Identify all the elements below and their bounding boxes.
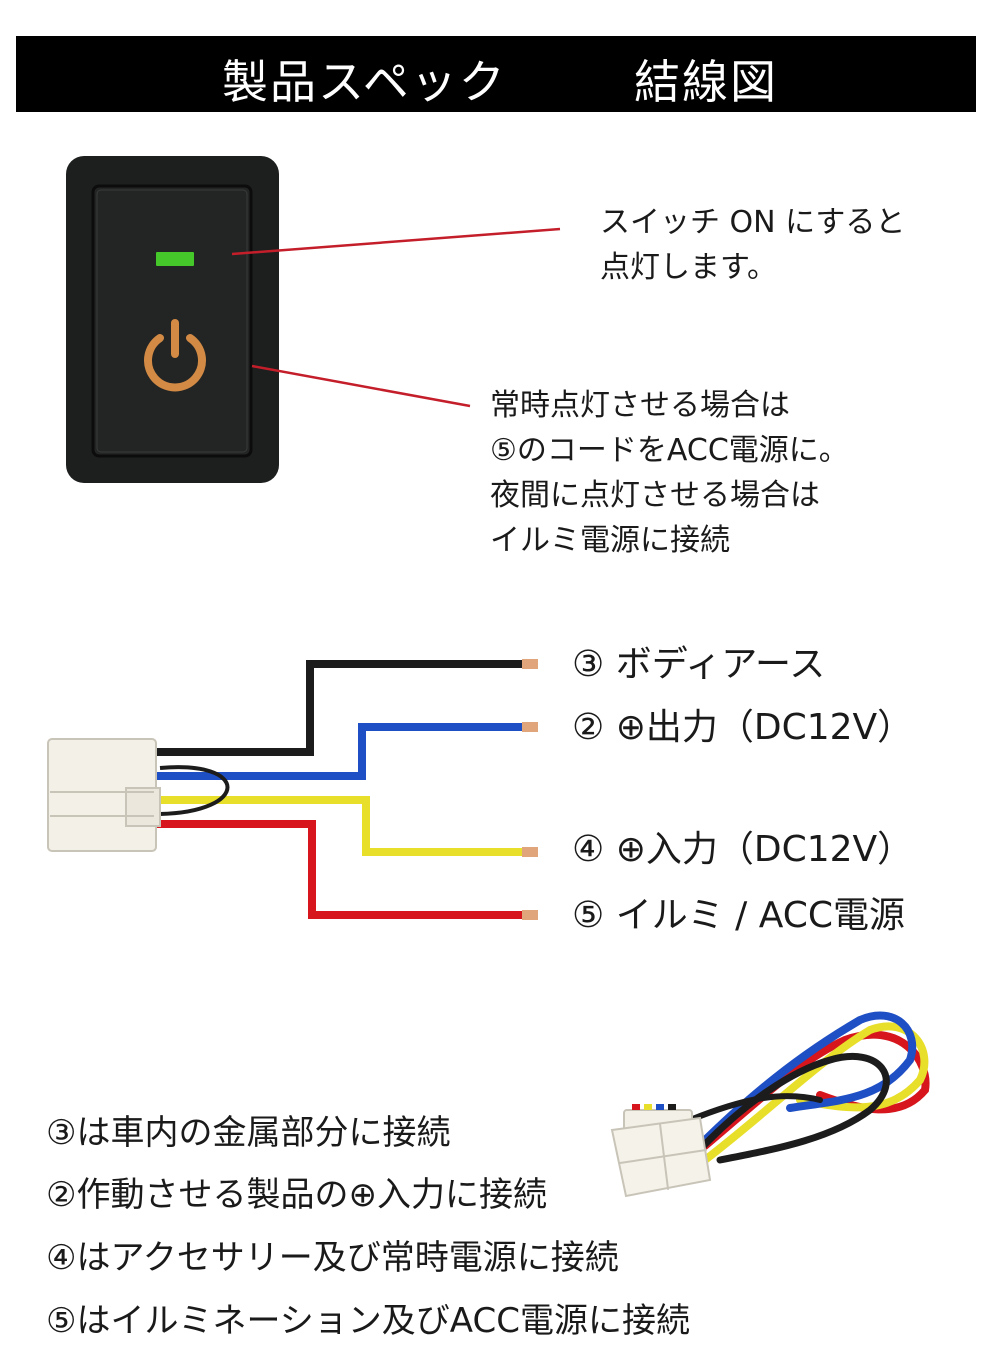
callout-power-line-4: イルミ電源に接続 — [490, 523, 730, 558]
callout-led-line-1: スイッチ ON にすると — [600, 205, 906, 240]
power-icon — [144, 319, 206, 392]
callout-led-line-2: 点灯します。 — [600, 250, 777, 285]
callout-power-line-2: ⑤のコードをACC電源に。 — [490, 433, 849, 468]
connector — [47, 738, 161, 852]
led-indicator — [156, 252, 194, 266]
title-spec: 製品スペック — [222, 55, 507, 109]
wire-label-input: ④ ⊕入力（DC12V） — [572, 829, 914, 870]
header-bar: 製品スペック 結線図 — [16, 36, 976, 112]
callout-power-line-1: 常時点灯させる場合は — [490, 388, 790, 423]
wire-red — [150, 820, 526, 919]
title-wiring: 結線図 — [634, 55, 778, 109]
rocker-switch — [66, 156, 279, 483]
wire-label-output: ② ⊕出力（DC12V） — [572, 707, 914, 748]
callout-line-led — [231, 227, 561, 256]
wire-black — [150, 660, 526, 756]
wire-tips — [522, 659, 538, 920]
callout-power-text: 常時点灯させる場合は ⑤のコードをACC電源に。 夜間に点灯させる場合は イルミ… — [490, 383, 849, 563]
callout-power-line-3: 夜間に点灯させる場合は — [490, 478, 820, 513]
wire-yellow — [150, 796, 526, 856]
instruction-5: ⑤はイルミネーション及びACC電源に接続 — [46, 1301, 690, 1341]
wire-label-illumi-acc: ⑤ イルミ / ACC電源 — [572, 895, 906, 936]
callout-line-power — [251, 364, 471, 408]
callout-led-text: スイッチ ON にすると 点灯します。 — [600, 200, 905, 290]
harness-photo — [610, 1011, 930, 1198]
wire-loop — [159, 765, 230, 816]
instruction-4: ④はアクセサリー及び常時電源に接続 — [46, 1238, 619, 1278]
instruction-2: ②作動させる製品の⊕入力に接続 — [46, 1175, 547, 1215]
wire-label-body-earth: ③ ボディアース — [572, 644, 826, 685]
instruction-3: ③は車内の金属部分に接続 — [46, 1113, 451, 1153]
wire-blue — [150, 723, 526, 780]
